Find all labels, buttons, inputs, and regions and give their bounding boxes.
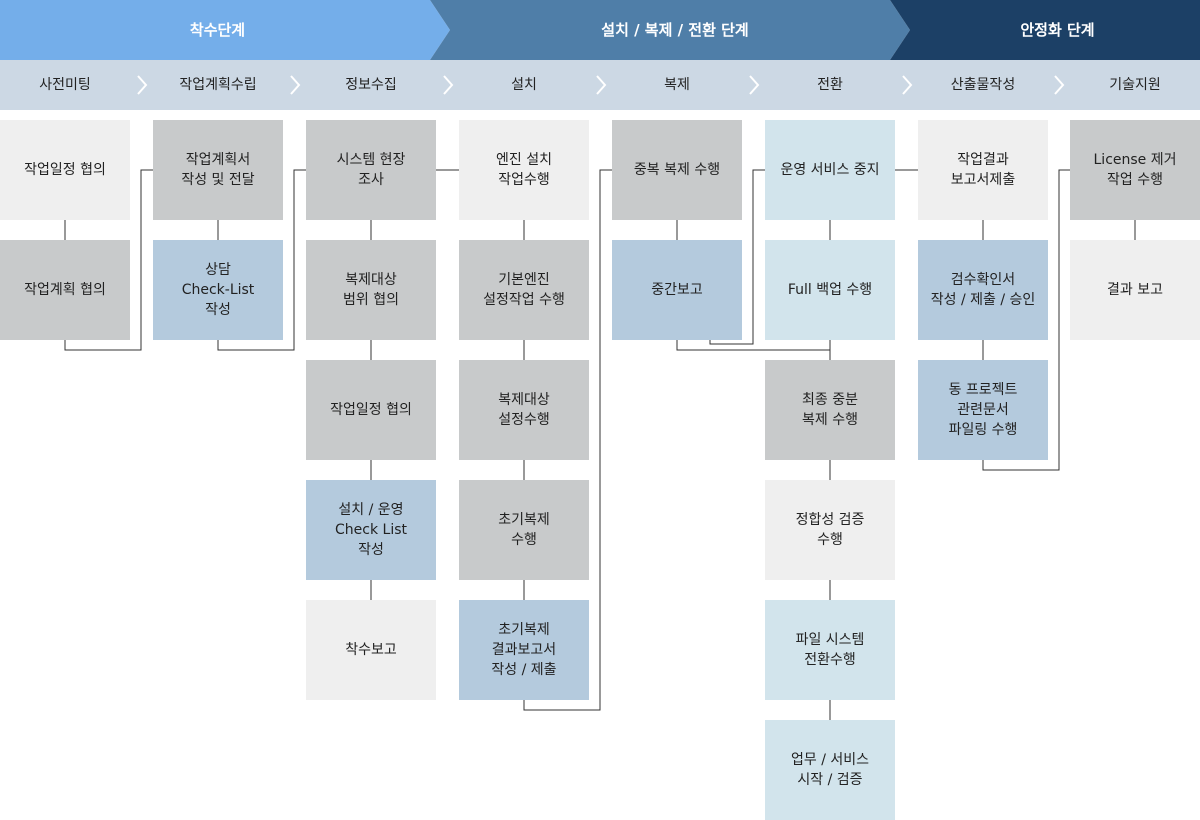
step-box: 초기복제 결과보고서 작성 / 제출 bbox=[459, 600, 589, 700]
chevron-right-icon bbox=[596, 75, 607, 95]
step-box: 중간보고 bbox=[612, 240, 742, 340]
step-box: 작업일정 협의 bbox=[0, 120, 130, 220]
chevron-right-icon bbox=[137, 75, 148, 95]
stage-arrow-stabilization bbox=[890, 0, 1200, 60]
step-box: 중복 복제 수행 bbox=[612, 120, 742, 220]
phase-install: 설치 bbox=[511, 77, 537, 93]
step-box: 운영 서비스 중지 bbox=[765, 120, 895, 220]
step-box: 설치 / 운영 Check List 작성 bbox=[306, 480, 436, 580]
stage-header: 착수단계 설치 / 복제 / 전환 단계 안정화 단계 bbox=[0, 0, 1200, 60]
step-box: 파일 시스템 전환수행 bbox=[765, 600, 895, 700]
phase-deliverables: 산출물작성 bbox=[950, 77, 1016, 93]
stage-arrow-install-replicate-switch bbox=[430, 0, 910, 60]
stage-arrow-kickoff bbox=[0, 0, 450, 60]
step-box: 시스템 현장 조사 bbox=[306, 120, 436, 220]
step-box: 최종 중분 복제 수행 bbox=[765, 360, 895, 460]
step-box: 상담 Check-List 작성 bbox=[153, 240, 283, 340]
step-box: License 제거 작업 수행 bbox=[1070, 120, 1200, 220]
step-box: 작업결과 보고서제출 bbox=[918, 120, 1048, 220]
stage-label-kickoff: 착수단계 bbox=[189, 21, 246, 39]
step-box: 검수확인서 작성 / 제출 / 승인 bbox=[918, 240, 1048, 340]
step-box: 정합성 검증 수행 bbox=[765, 480, 895, 580]
stage-label-stabilization: 안정화 단계 bbox=[1020, 21, 1095, 39]
stage-label-install-replicate-switch: 설치 / 복제 / 전환 단계 bbox=[601, 21, 749, 39]
step-box: Full 백업 수행 bbox=[765, 240, 895, 340]
phase-bar bbox=[0, 60, 1200, 110]
phase-work-planning: 작업계획수립 bbox=[179, 77, 257, 93]
step-box: 작업계획서 작성 및 전달 bbox=[153, 120, 283, 220]
step-box: 엔진 설치 작업수행 bbox=[459, 120, 589, 220]
chevron-right-icon bbox=[290, 75, 301, 95]
phase-switchover: 전환 bbox=[817, 77, 843, 93]
step-box: 결과 보고 bbox=[1070, 240, 1200, 340]
step-box: 작업일정 협의 bbox=[306, 360, 436, 460]
step-box: 작업계획 협의 bbox=[0, 240, 130, 340]
chevron-right-icon bbox=[902, 75, 913, 95]
chevron-right-icon bbox=[749, 75, 760, 95]
phase-tech-support: 기술지원 bbox=[1109, 77, 1161, 93]
step-box: 복제대상 범위 협의 bbox=[306, 240, 436, 340]
phase-info-gathering: 정보수집 bbox=[345, 77, 397, 93]
chevron-right-icon bbox=[443, 75, 454, 95]
step-box: 업무 / 서비스 시작 / 검증 bbox=[765, 720, 895, 820]
phase-replicate: 복제 bbox=[664, 77, 690, 93]
step-box: 복제대상 설정수행 bbox=[459, 360, 589, 460]
stage-arrows bbox=[0, 0, 1200, 60]
phase-pre-meeting: 사전미팅 bbox=[39, 77, 91, 93]
chevron-right-icon bbox=[1054, 75, 1065, 95]
step-box: 초기복제 수행 bbox=[459, 480, 589, 580]
step-box: 착수보고 bbox=[306, 600, 436, 700]
step-box: 동 프로젝트 관련문서 파일링 수행 bbox=[918, 360, 1048, 460]
step-box: 기본엔진 설정작업 수행 bbox=[459, 240, 589, 340]
